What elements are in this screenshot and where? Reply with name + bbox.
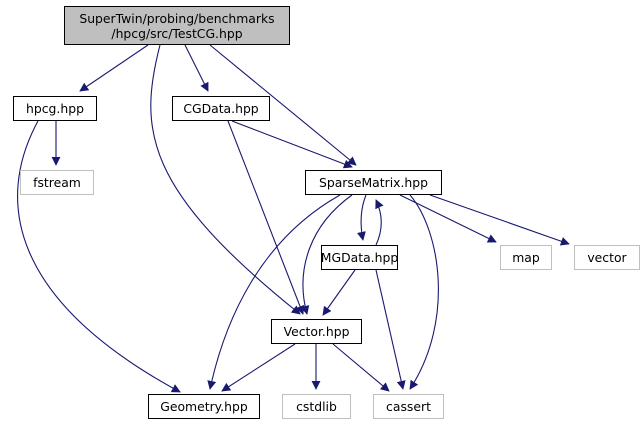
edge-hpcg-to-geometry: [17, 120, 181, 393]
edge-root-to-vector_hpp: [150, 44, 301, 315]
node-geometry-hpp[interactable]: Geometry.hpp: [148, 394, 260, 419]
edge-root-to-sparse: [209, 44, 357, 166]
edge-sparse-to-mgdata: [357, 194, 367, 241]
node-cassert: cassert: [373, 394, 444, 419]
node-vector-hpp[interactable]: Vector.hpp: [271, 319, 362, 344]
edge-mgdata-to-vector_hpp: [322, 269, 356, 316]
edge-cgdata-to-vector_hpp: [227, 120, 305, 315]
edge-sparse-to-vector_hpp: [300, 194, 353, 315]
node-fstream: fstream: [20, 170, 94, 195]
edge-sparse-to-vector_std: [429, 194, 570, 246]
edge-mgdata-to-sparse: [375, 199, 384, 246]
edge-sparse-to-geometry: [207, 194, 341, 390]
node-mgdata-hpp[interactable]: MGData.hpp: [321, 245, 398, 270]
node-vector: vector: [574, 245, 640, 270]
node-map: map: [500, 245, 552, 270]
edge-root-to-hpcg: [79, 44, 149, 92]
node-sparsematrix-hpp[interactable]: SparseMatrix.hpp: [305, 170, 442, 195]
edge-sparse-to-cassert: [409, 194, 439, 390]
edge-mgdata-to-cassert: [375, 269, 406, 390]
node-hpcg-hpp[interactable]: hpcg.hpp: [13, 96, 97, 121]
edge-vector_hpp-to-geometry: [221, 343, 296, 392]
edge-vector_hpp-to-cassert: [332, 343, 390, 392]
node-testcg-hpp[interactable]: SuperTwin/probing/benchmarks /hpcg/src/T…: [64, 6, 290, 45]
node-cgdata-hpp[interactable]: CGData.hpp: [172, 96, 270, 121]
edge-sparse-to-map: [399, 194, 497, 243]
node-cstdlib: cstdlib: [282, 394, 351, 419]
edge-cgdata-to-sparse: [231, 120, 353, 169]
edge-root-to-cgdata: [184, 44, 209, 92]
